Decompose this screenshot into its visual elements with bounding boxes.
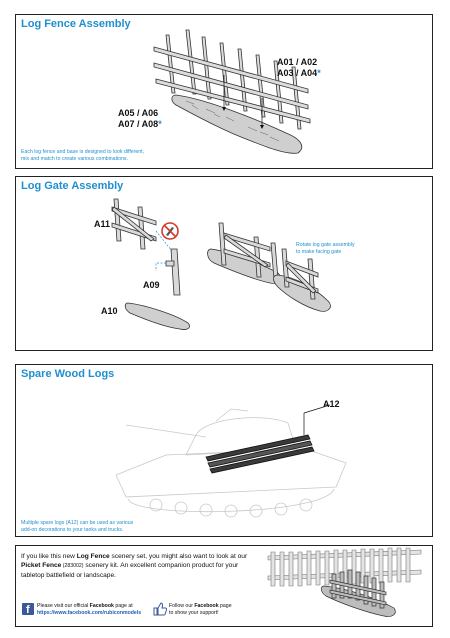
promo-line3: tabletop battlefield or landscape. [21,572,116,579]
thumbs-up-icon[interactable] [153,602,168,616]
part-label-a10: A10 [101,306,118,316]
part-label-a11: A11 [94,219,111,229]
part-label-a05-a06: A05 / A06 [118,108,158,119]
part-label-a03-text: A03 / A04 [277,68,318,78]
log-fence-note-line1: Each log fence and base is designed to l… [21,149,145,155]
log-fence-illustration [153,29,311,154]
facebook-icon[interactable]: f [22,603,34,616]
picket-fence-illustration [267,547,422,617]
part-label-a03-a04: A03 / A04* [277,68,321,79]
promo-panel: If you like this new Log Fence scenery s… [15,545,433,627]
log-fence-title: Log Fence Assembly [21,18,131,30]
promo-picket-fence-name: Picket Fence [21,562,62,569]
part-label-a07-a08: A07 / A08* [118,119,162,130]
log-gate-note: Rotate log gate assembly to make facing … [296,242,355,256]
log-fence-panel: Log Fence Assembly [15,14,433,169]
facebook-follow-line: Follow our Facebook page [169,603,232,610]
star-marker: * [317,68,321,78]
spare-wood-note: Multiple spare logs (A12) can be used as… [21,520,133,534]
promo-product-code: (283002) [61,563,84,569]
log-gate-title: Log Gate Assembly [21,180,124,192]
fb-visit-post: page at [113,603,133,609]
part-label-a01-text: A01 / A02 [277,57,318,67]
star-marker: * [158,119,162,129]
promo-text: If you like this new Log Fence scenery s… [21,552,271,580]
part-label-a09: A09 [143,280,160,290]
follow-line2: to show your support! [169,610,219,616]
log-gate-note-line1: Rotate log gate assembly [296,242,355,248]
log-gate-note-line2: to make facing gate [296,249,342,255]
log-fence-note-line2: mix and match to create various combinat… [21,156,128,162]
part-label-a12: A12 [323,399,340,409]
part-label-a05-text: A05 / A06 [118,108,159,118]
facebook-url-link[interactable]: https://www.facebook.com/rubiconmodels [37,610,142,616]
spare-wood-note-line1: Multiple spare logs (A12) can be used as… [21,520,134,526]
fb-visit-pre: Please visit our official [37,603,90,609]
facebook-follow-text: Follow our Facebook page to show your su… [169,603,232,617]
spare-wood-note-line2: add-on decorations to your tanks and tru… [21,527,124,533]
part-label-a01-a02: A01 / A02 [277,57,317,68]
follow-bold: Facebook [194,603,219,609]
promo-line1: If you like this new Log Fence scenery s… [21,552,271,561]
part-label-a07-text: A07 / A08 [118,119,159,129]
log-gate-panel: Log Gate Assembly [15,176,433,351]
promo-line2: Picket Fence (283002) scenery kit. An ex… [21,561,271,571]
follow-pre: Follow our [169,603,195,609]
promo-line1-pre: If you like this new [21,553,77,560]
spare-wood-title: Spare Wood Logs [21,368,115,380]
promo-line2-post: scenery kit. An excellent companion prod… [83,562,239,569]
spare-wood-illustration [115,404,347,518]
no-glue-icon [161,222,179,240]
log-fence-note: Each log fence and base is designed to l… [21,149,144,163]
promo-log-fence-name: Log Fence [76,553,110,560]
fb-visit-bold: Facebook [89,603,114,609]
follow-post: page [218,603,232,609]
facebook-visit-line: Please visit our official Facebook page … [37,603,141,610]
log-gate-illustration [111,198,331,330]
facebook-visit-text: Please visit our official Facebook page … [37,603,141,617]
spare-wood-panel: Spare Wood Logs A12 Multiple spare logs … [15,364,433,537]
promo-line1-post: scenery set, you might also want to look… [109,553,248,560]
